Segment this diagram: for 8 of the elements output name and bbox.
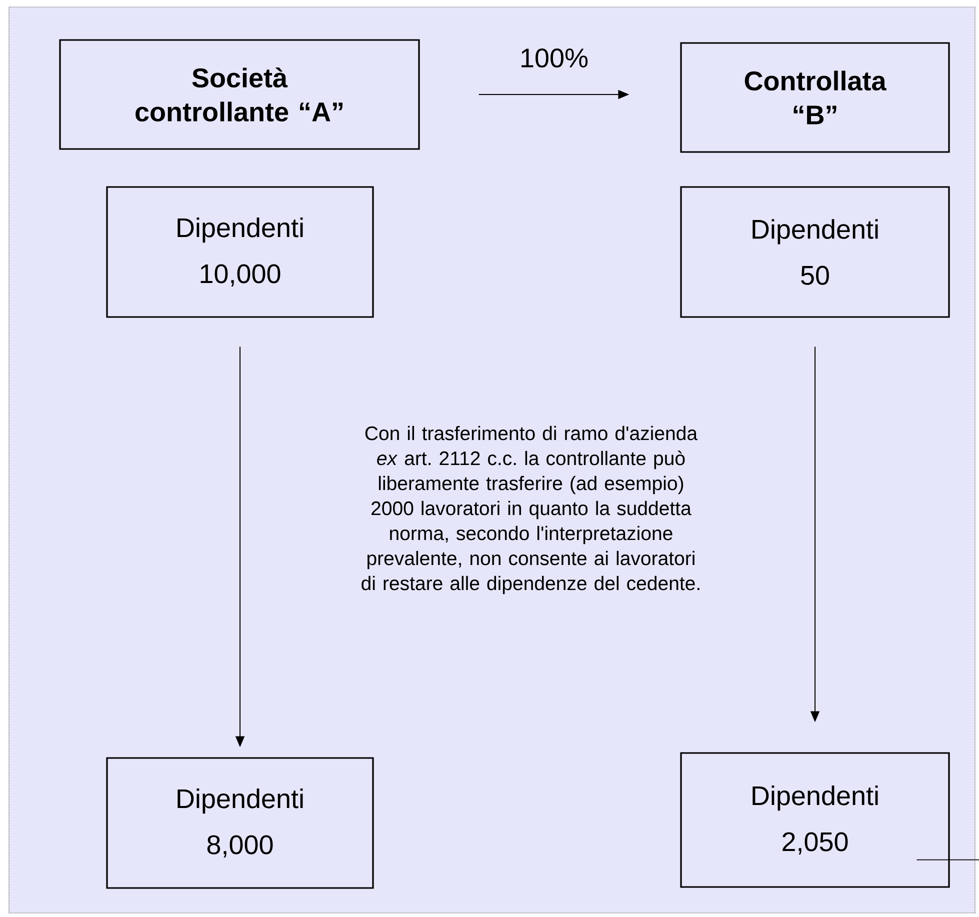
note-text: Con il trasferimento di ramo d'azienda ex art. 2112 c.c. la controllante può liberamente trasferire (ad esempio) 2000 lavoratori in quanto la suddetta norma, secondo l'interpretazione prevalente, non consente ai lavoratori di restare alle dipendenze del cedente. [362,426,700,594]
employee-box: Dipendenti 8,000 [106,757,374,889]
employee-box: Dipendenti 10,000 [106,186,374,318]
employee-box: Dipendenti 50 [680,186,950,318]
edge-label: 100% [522,48,588,68]
employee-box: Dipendenti 2,050 [680,752,950,888]
company-box: Società controllante “A” [59,39,420,150]
company-box: Controllata “B” [680,42,950,153]
